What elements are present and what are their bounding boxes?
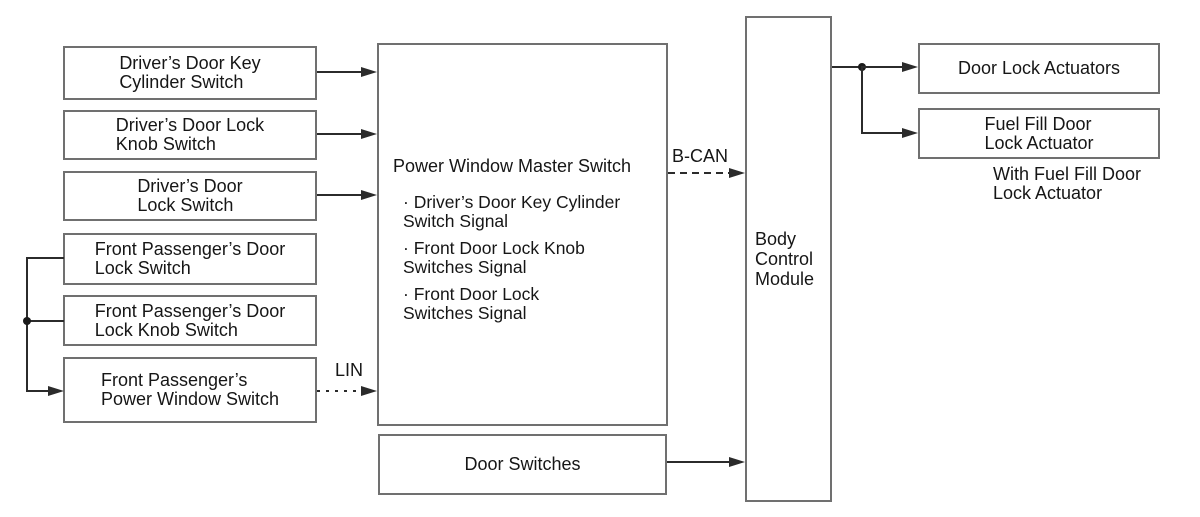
connector-line [832, 66, 862, 68]
box-driver-door-lock-knob-switch: Driver’s Door Lock Knob Switch [63, 110, 317, 160]
signal-front-door-lock: · Front Door Lock Switches Signal [403, 284, 540, 323]
arrow-right-icon [902, 62, 918, 72]
arrow-right-icon [729, 457, 745, 467]
connector-line [317, 71, 362, 73]
connector-line [862, 66, 904, 68]
box-label: Door Lock Actuators [957, 58, 1121, 78]
box-body-control-module: Body Control Module [745, 16, 832, 502]
box-label: Front Passenger’s Door Lock Switch [94, 239, 286, 278]
lin-dotted-line [317, 390, 362, 392]
box-label: Driver’s Door Key Cylinder Switch [119, 53, 261, 92]
fuel-fill-note: With Fuel Fill Door Lock Actuator [993, 164, 1142, 203]
connector-line [862, 132, 904, 134]
connector-line [667, 461, 730, 463]
arrow-right-icon [902, 128, 918, 138]
arrow-right-icon [361, 129, 377, 139]
lin-bus-label: LIN [334, 360, 363, 380]
box-label: Driver’s Door Lock Switch [137, 176, 243, 215]
connector-line [317, 133, 362, 135]
bcan-bus-label: B-CAN [671, 146, 728, 166]
box-label: Body Control Module [755, 229, 815, 289]
connector-line [317, 194, 362, 196]
bracket-top-line [26, 257, 64, 259]
arrow-right-icon [361, 386, 377, 396]
arrow-right-icon [729, 168, 745, 178]
box-door-lock-actuators: Door Lock Actuators [918, 43, 1160, 94]
box-driver-door-lock-switch: Driver’s Door Lock Switch [63, 171, 317, 221]
signal-driver-key-cylinder: · Driver’s Door Key Cylinder Switch Sign… [403, 192, 621, 231]
bracket-bottom-line [26, 390, 50, 392]
arrow-right-icon [48, 386, 64, 396]
arrow-right-icon [361, 67, 377, 77]
bcan-dashed-line [668, 172, 730, 174]
master-switch-signal-list: · Driver’s Door Key Cylinder Switch Sign… [403, 193, 662, 323]
box-label: Front Passenger’s Power Window Switch [100, 370, 280, 409]
master-switch-content: Power Window Master Switch · Driver’s Do… [393, 157, 662, 331]
box-driver-door-key-cylinder-switch: Driver’s Door Key Cylinder Switch [63, 46, 317, 100]
master-switch-title: Power Window Master Switch [393, 156, 632, 176]
box-power-window-master-switch: Power Window Master Switch · Driver’s Do… [377, 43, 668, 426]
box-front-passenger-door-lock-knob-switch: Front Passenger’s Door Lock Knob Switch [63, 295, 317, 346]
junction-dot-icon [23, 317, 31, 325]
box-label: Driver’s Door Lock Knob Switch [115, 115, 265, 154]
bracket-middle-line [26, 320, 64, 322]
box-door-switches: Door Switches [378, 434, 667, 495]
box-fuel-fill-door-lock-actuator: Fuel Fill Door Lock Actuator [918, 108, 1160, 159]
signal-front-door-lock-knob: · Front Door Lock Knob Switches Signal [403, 238, 585, 277]
box-front-passenger-power-window-switch: Front Passenger’s Power Window Switch [63, 357, 317, 423]
box-label: Fuel Fill Door Lock Actuator [984, 113, 1094, 153]
arrow-right-icon [361, 190, 377, 200]
box-front-passenger-door-lock-switch: Front Passenger’s Door Lock Switch [63, 233, 317, 285]
box-label: Door Switches [464, 454, 581, 474]
branch-vertical-line [861, 66, 863, 134]
box-label: Front Passenger’s Door Lock Knob Switch [94, 300, 286, 340]
